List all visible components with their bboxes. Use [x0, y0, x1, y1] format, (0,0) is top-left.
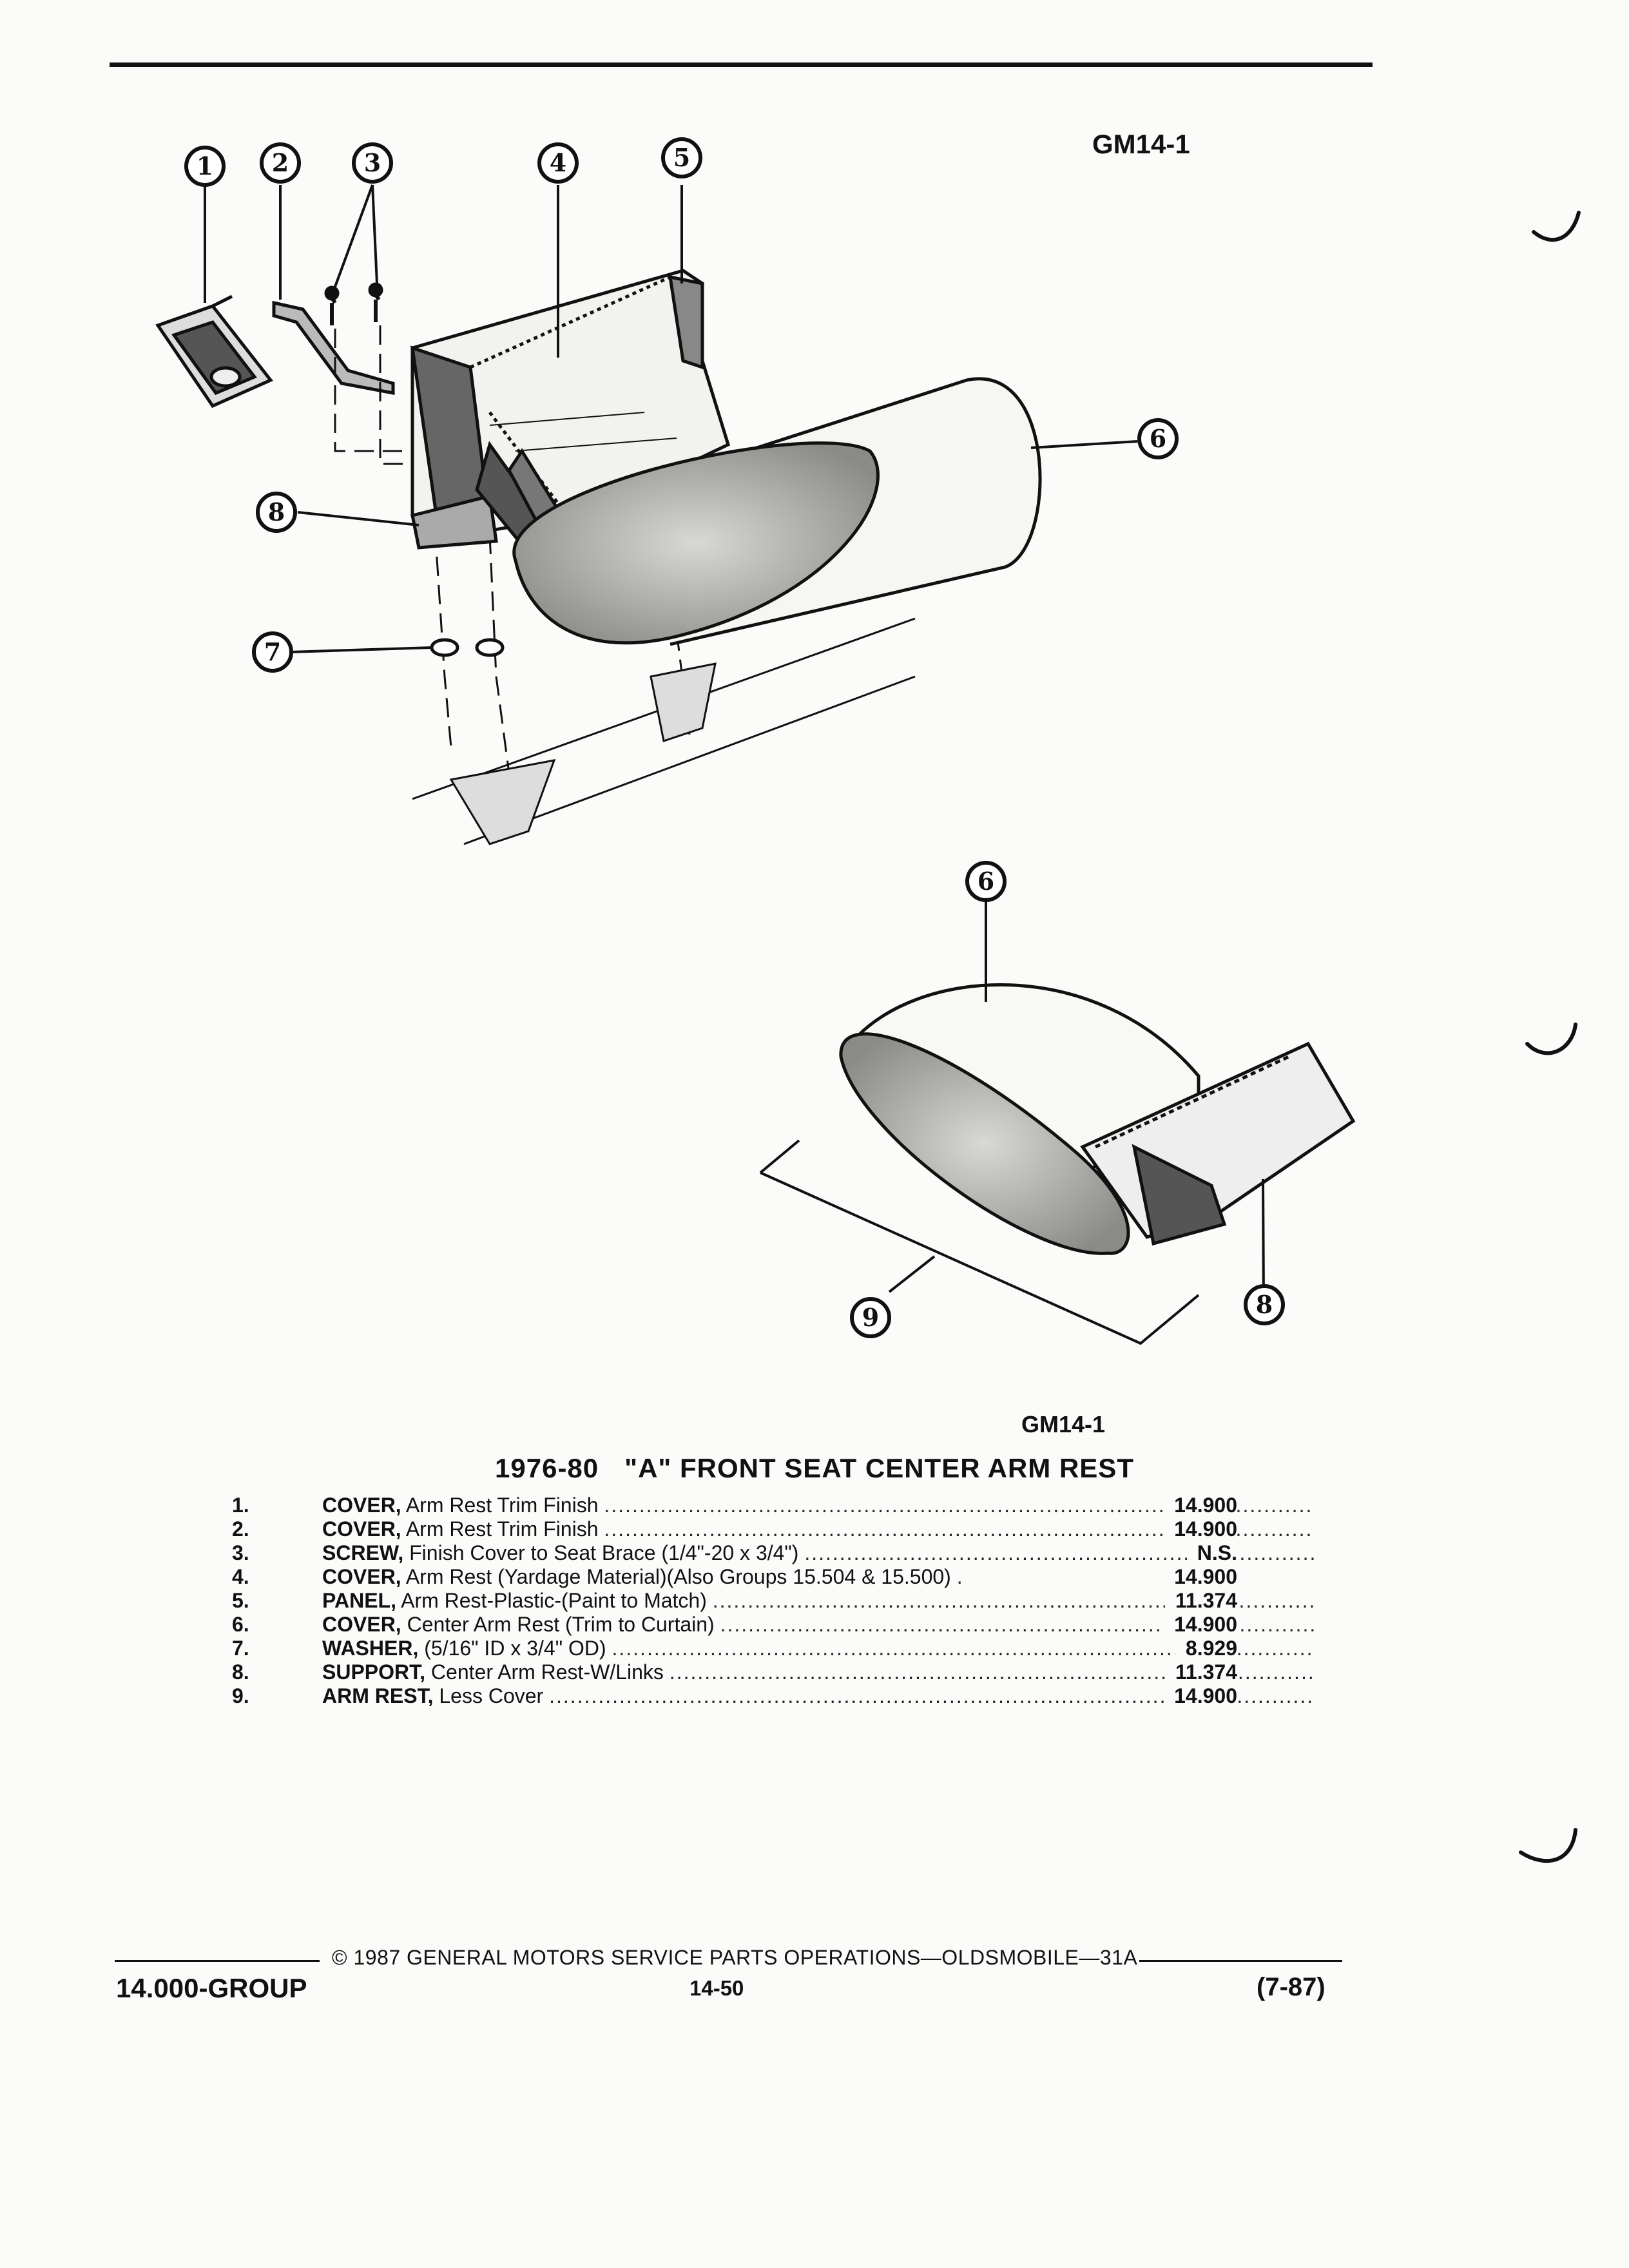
callout-1: 1 [197, 151, 213, 180]
figure-code-bottom: GM14-1 [1021, 1411, 1106, 1437]
part-group-number: 11.374 [1164, 1660, 1237, 1684]
list-item: 3. SCREW, Finish Cover to Seat Brace (1/… [232, 1541, 1315, 1565]
part-group-number: 14.900 [1164, 1517, 1237, 1541]
page-title: 1976-80 "A" FRONT SEAT CENTER ARM REST [0, 1453, 1629, 1484]
callout-6-bottom: 6 [978, 867, 994, 896]
part-group-number: 8.929 [1175, 1637, 1237, 1660]
part-number: 1. [232, 1494, 249, 1517]
part-2-bracket [272, 300, 395, 396]
part-number: 5. [232, 1589, 249, 1612]
part-group-number: 14.900 [1164, 1565, 1237, 1589]
figure-code-top: GM14-1 [1092, 129, 1190, 159]
callout-9: 9 [862, 1303, 879, 1332]
footer-copyright: © 1987 GENERAL MOTORS SERVICE PARTS OPER… [332, 1946, 1138, 1969]
part-group-number: 14.900 [1164, 1494, 1237, 1517]
part-group-number: 11.374 [1164, 1589, 1237, 1613]
footer-rule-right [1139, 1960, 1342, 1962]
list-item: 1. COVER, Arm Rest Trim Finish .........… [232, 1494, 1315, 1517]
list-item: 4. COVER, Arm Rest (Yardage Material)(Al… [232, 1565, 1237, 1589]
title-text: "A" FRONT SEAT CENTER ARM REST [624, 1453, 1134, 1483]
list-item: 5. PANEL, Arm Rest-Plastic-(Paint to Mat… [232, 1589, 1315, 1613]
list-item: 2. COVER, Arm Rest Trim Finish .........… [232, 1517, 1315, 1541]
part-6-armrest-cover [512, 377, 1042, 646]
footer-page-number: 14-50 [689, 1976, 744, 2000]
part-description: WASHER, (5/16" ID x 3/4" OD) ...........… [322, 1637, 1315, 1660]
binder-marks [1519, 211, 1581, 1863]
parts-list: 1. COVER, Arm Rest Trim Finish .........… [232, 1494, 1315, 1708]
part-group-number: 14.900 [1164, 1613, 1237, 1637]
part-number: 7. [232, 1637, 249, 1660]
top-rule [110, 62, 1373, 67]
seat-rails [412, 617, 916, 845]
part-group-number: 14.900 [1164, 1684, 1237, 1708]
part-number: 9. [232, 1684, 249, 1707]
part-number: 4. [232, 1565, 249, 1588]
part-3-screws [324, 282, 383, 325]
callout-3: 3 [364, 148, 381, 177]
top-exploded-view [155, 269, 1042, 845]
part-group-number: N.S. [1186, 1541, 1237, 1565]
callout-4: 4 [550, 148, 566, 177]
footer-rule-left [115, 1960, 320, 1962]
part-number: 2. [232, 1517, 249, 1541]
footer-group-label: 14.000-GROUP [116, 1973, 307, 2003]
part-number: 8. [232, 1660, 249, 1684]
title-years: 1976-80 [495, 1453, 599, 1483]
part-number: 3. [232, 1541, 249, 1564]
part-description: COVER, Arm Rest (Yardage Material)(Also … [322, 1565, 964, 1588]
list-item: 6. COVER, Center Arm Rest (Trim to Curta… [232, 1613, 1315, 1637]
callout-8-top: 8 [268, 497, 285, 526]
part-1-cover-clip [155, 294, 273, 408]
bottom-assembled-view [759, 983, 1356, 1345]
callout-7: 7 [264, 637, 281, 666]
list-item: 7. WASHER, (5/16" ID x 3/4" OD) ........… [232, 1637, 1315, 1660]
list-item: 8. SUPPORT, Center Arm Rest-W/Links ....… [232, 1660, 1315, 1684]
footer-revision-date: (7-87) [1257, 1973, 1325, 2001]
part-description: SCREW, Finish Cover to Seat Brace (1/4"-… [322, 1541, 1315, 1564]
callout-8-bottom: 8 [1256, 1290, 1273, 1319]
list-item: 9. ARM REST, Less Cover ................… [232, 1684, 1315, 1708]
part-number: 6. [232, 1613, 249, 1636]
callout-2: 2 [272, 148, 289, 177]
callout-6-top: 6 [1150, 424, 1166, 453]
callout-5: 5 [673, 143, 690, 172]
